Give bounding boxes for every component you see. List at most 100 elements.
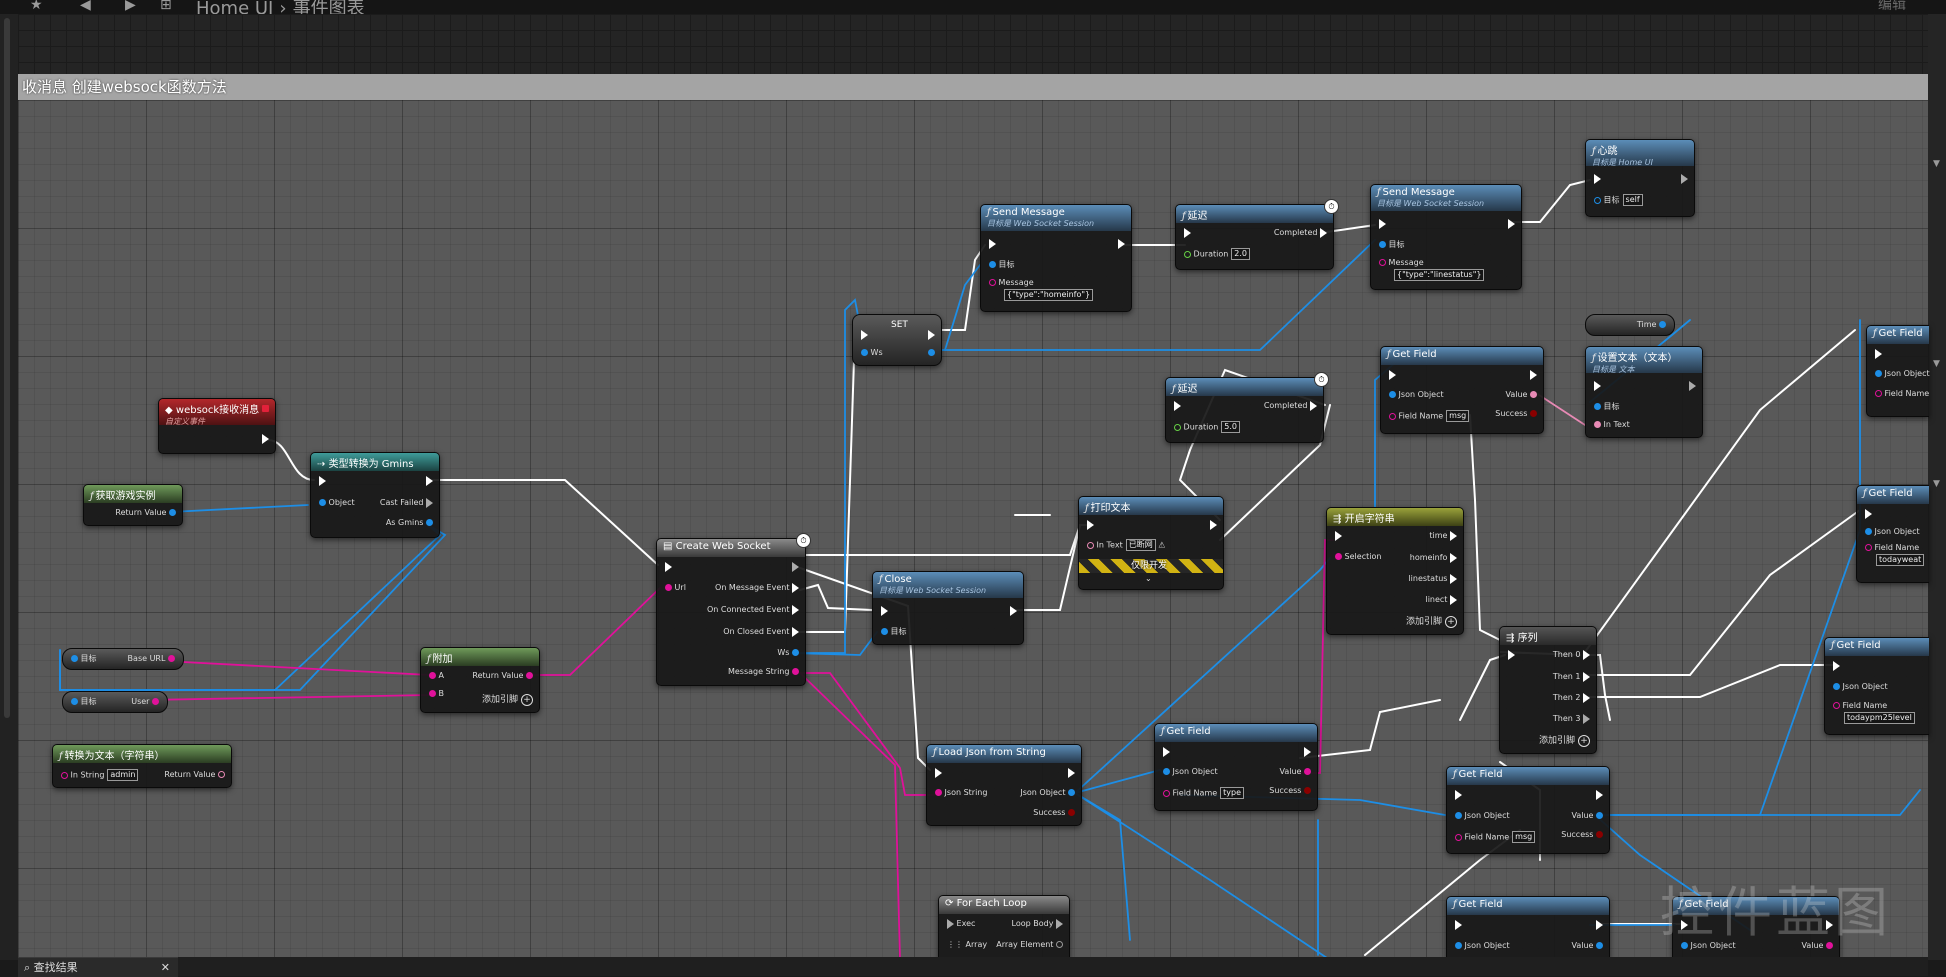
field-name-value[interactable]: msg (1512, 831, 1536, 843)
graph-canvas[interactable] (18, 14, 1928, 74)
exec-input-pin[interactable] (1508, 649, 1515, 660)
message-pin[interactable] (1379, 259, 1386, 266)
success-pin[interactable] (1596, 831, 1603, 838)
exec-output-pin[interactable] (262, 433, 269, 444)
node-header[interactable]: ⇶ 序列 (1500, 627, 1596, 645)
collapse-arrow-icon[interactable]: ▼ (1933, 479, 1940, 489)
value-pin[interactable] (1530, 391, 1537, 398)
custom-event-node[interactable]: ◆ websock接收消息 自定义事件 (158, 398, 276, 454)
array-element-pin[interactable] (1056, 941, 1063, 948)
value-pin[interactable] (1596, 812, 1603, 819)
field-name-pin[interactable] (1865, 544, 1872, 551)
object-pin[interactable] (319, 499, 326, 506)
forward-arrow-icon[interactable]: ▶ (125, 0, 136, 13)
json-object-pin[interactable] (1865, 528, 1872, 535)
exec-input-pin[interactable] (1594, 380, 1601, 391)
in-text-value[interactable]: 已断网 (1125, 539, 1156, 551)
loop-body-pin[interactable] (1056, 918, 1063, 929)
exec-output-pin[interactable] (1596, 919, 1603, 930)
ws-output-pin[interactable] (928, 349, 935, 356)
node-header[interactable]: ⇶ 开启字符串 (1327, 508, 1463, 526)
target-pin[interactable] (71, 698, 78, 705)
exec-output-pin[interactable] (1689, 380, 1696, 391)
switch-on-string-node[interactable]: ⇶ 开启字符串 Selection time homeinfo linestat… (1326, 507, 1464, 635)
return-value-pin[interactable] (526, 672, 533, 679)
duration-value[interactable]: 5.0 (1221, 421, 1241, 433)
back-arrow-icon[interactable]: ◀ (80, 0, 91, 13)
message-string-pin[interactable] (792, 668, 799, 675)
field-name-pin[interactable] (1875, 390, 1882, 397)
value-pin[interactable] (1304, 768, 1311, 775)
user-output-pin[interactable] (152, 698, 159, 705)
field-name-pin[interactable] (1833, 702, 1840, 709)
exec-input-pin[interactable] (1184, 227, 1191, 238)
exec-input-pin[interactable] (1455, 789, 1462, 800)
node-header[interactable]: ◆ websock接收消息 自定义事件 (159, 399, 275, 426)
node-header[interactable]: ⇢ 类型转换为 Gmins (311, 453, 439, 471)
exec-output-pin[interactable] (928, 329, 935, 340)
add-pin-button[interactable]: 添加引脚+ (1406, 614, 1457, 628)
b-pin[interactable] (429, 690, 436, 697)
target-pin[interactable] (989, 261, 996, 268)
then-0-pin[interactable] (1583, 649, 1590, 660)
in-string-pin[interactable] (61, 771, 68, 779)
json-object-pin[interactable] (1389, 391, 1396, 398)
node-header[interactable]: ▤ Create Web Socket (657, 539, 805, 557)
close-icon[interactable]: ✕ (160, 961, 170, 974)
json-object-pin[interactable] (1068, 789, 1075, 796)
exec-output-pin[interactable] (1826, 919, 1833, 930)
create-web-socket-node[interactable]: ▤ Create Web Socket ⏱ Url On Message Eve… (656, 533, 811, 686)
success-pin[interactable] (1068, 809, 1075, 816)
exec-output-pin[interactable] (1681, 173, 1688, 184)
exec-input-pin[interactable] (1681, 919, 1688, 930)
exec-input-pin[interactable] (319, 475, 326, 486)
message-value[interactable]: {"type":"homeinfo"} (1004, 289, 1094, 301)
field-name-pin[interactable] (1163, 789, 1170, 797)
value-pin[interactable] (1596, 942, 1603, 949)
exec-output-pin[interactable] (1596, 789, 1603, 800)
time-output-pin[interactable] (1659, 321, 1666, 328)
return-value-pin[interactable] (218, 771, 225, 778)
case-time-pin[interactable] (1450, 530, 1457, 541)
exec-input-pin[interactable] (1174, 400, 1181, 411)
exec-output-pin[interactable] (1010, 605, 1017, 616)
add-pin-button[interactable]: 添加引脚+ (1539, 733, 1590, 747)
exec-output-pin[interactable] (1068, 767, 1075, 778)
field-name-pin[interactable] (1455, 833, 1462, 841)
exec-output-pin[interactable] (1320, 227, 1327, 238)
on-message-event-pin[interactable] (792, 582, 799, 593)
json-object-pin[interactable] (1455, 942, 1462, 949)
cast-node[interactable]: ⇢ 类型转换为 Gmins Object Cast Failed As Gmin… (310, 452, 440, 538)
json-object-pin[interactable] (1833, 683, 1840, 690)
find-results-tab[interactable]: ⌕ 查找结果 ✕ (18, 957, 178, 977)
duration-pin[interactable] (1174, 423, 1181, 431)
exec-output-pin[interactable] (792, 561, 799, 572)
ws-output-pin[interactable] (792, 649, 799, 656)
as-gmins-pin[interactable] (426, 519, 433, 526)
exec-input-pin[interactable] (1455, 919, 1462, 930)
a-pin[interactable] (429, 672, 436, 679)
target-pin[interactable] (881, 628, 888, 635)
json-object-pin[interactable] (1163, 768, 1170, 775)
